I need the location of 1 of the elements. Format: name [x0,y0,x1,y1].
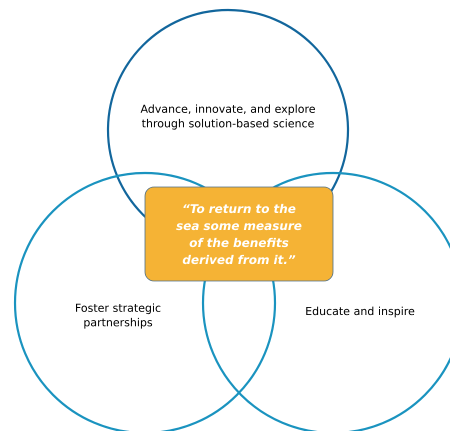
quote-box: “To return to the sea some measure of the benefits derived from it.” [144,186,334,282]
